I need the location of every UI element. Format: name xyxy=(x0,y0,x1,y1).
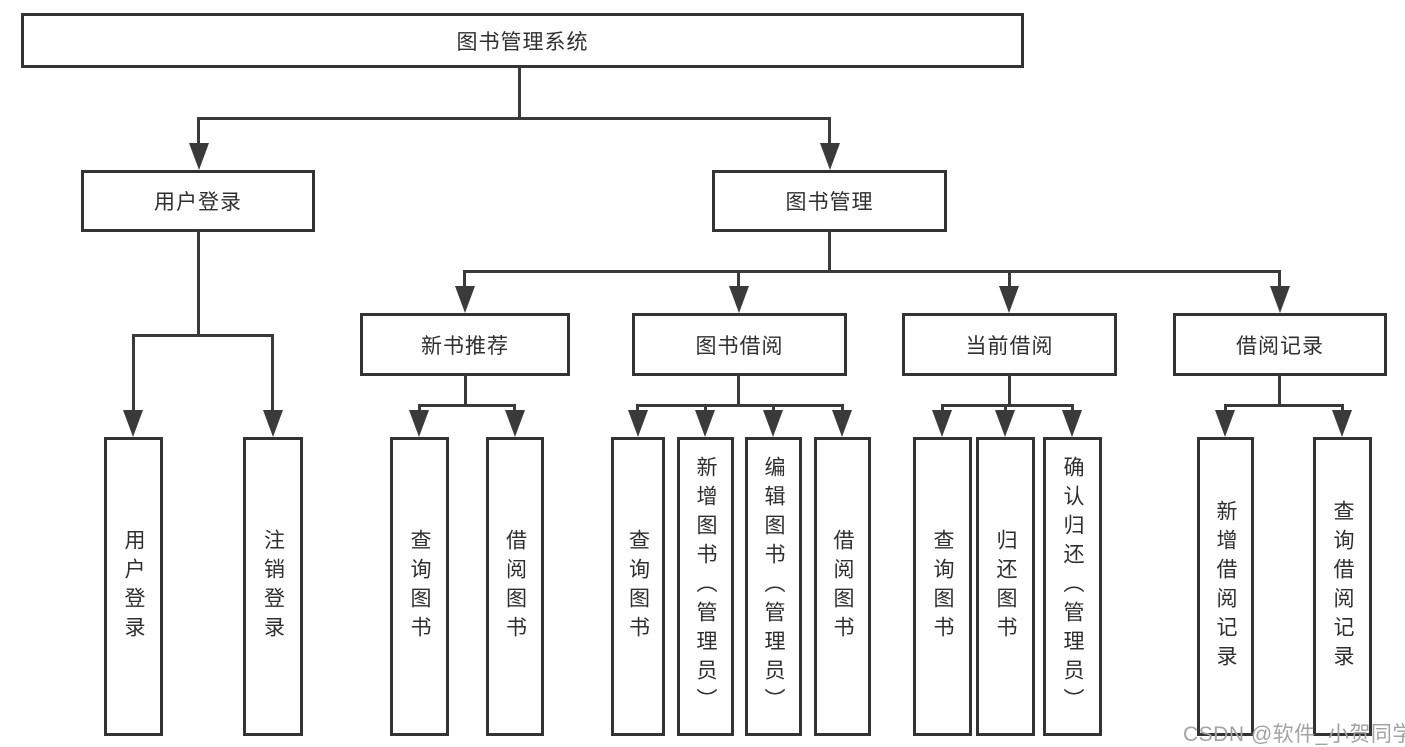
connector xyxy=(828,117,831,145)
arrowhead-down-icon xyxy=(189,143,209,170)
arrowhead-down-icon xyxy=(763,410,783,437)
connector xyxy=(271,334,274,411)
leaf-add-books-admin: 新增图书（管理员） xyxy=(677,437,734,736)
leaf-logout: 注销登录 xyxy=(243,437,303,736)
leaf-add-borrow-record: 新增借阅记录 xyxy=(1197,437,1254,736)
arrowhead-down-icon xyxy=(455,286,475,313)
leaf-query-books-recommend-label: 查询图书 xyxy=(408,528,431,645)
connector xyxy=(737,375,740,406)
connector xyxy=(841,404,844,413)
node-book-management-label: 图书管理 xyxy=(785,191,874,214)
connector xyxy=(464,375,467,406)
leaf-query-books-borrow: 查询图书 xyxy=(611,437,665,736)
connector xyxy=(463,270,466,288)
connector xyxy=(1278,375,1281,406)
leaf-borrow-books-recommend: 借阅图书 xyxy=(486,437,544,736)
node-borrow-records-label: 借阅记录 xyxy=(1236,334,1324,358)
connector xyxy=(941,404,1074,407)
connector xyxy=(418,404,421,413)
connector xyxy=(197,117,200,145)
connector xyxy=(418,404,516,407)
arrowhead-down-icon xyxy=(1332,410,1352,437)
connector xyxy=(132,334,135,411)
leaf-confirm-return-admin: 确认归还（管理员） xyxy=(1043,437,1102,736)
leaf-borrow-books: 借阅图书 xyxy=(814,437,871,736)
leaf-logout-label: 注销登录 xyxy=(261,528,285,645)
leaf-add-borrow-record-label: 新增借阅记录 xyxy=(1214,499,1237,674)
connector xyxy=(197,117,831,120)
arrowhead-down-icon xyxy=(1062,410,1082,437)
connector xyxy=(513,404,516,413)
connector xyxy=(941,404,944,413)
leaf-edit-books-admin-label: 编辑图书（管理员） xyxy=(762,456,785,717)
connector xyxy=(636,404,844,407)
node-book-borrow: 图书借阅 xyxy=(632,313,847,376)
leaf-return-books-label: 归还图书 xyxy=(994,528,1017,645)
arrowhead-down-icon xyxy=(409,410,429,437)
arrowhead-down-icon xyxy=(123,410,143,437)
connector xyxy=(518,67,521,119)
connector xyxy=(1008,270,1011,288)
leaf-query-books-current: 查询图书 xyxy=(913,437,972,736)
node-new-book-recommend: 新书推荐 xyxy=(360,313,570,376)
arrowhead-down-icon xyxy=(1215,410,1235,437)
node-root: 图书管理系统 xyxy=(21,13,1024,68)
arrowhead-down-icon xyxy=(832,410,852,437)
arrowhead-down-icon xyxy=(263,410,283,437)
leaf-query-books-current-label: 查询图书 xyxy=(931,528,954,645)
arrowhead-down-icon xyxy=(628,410,648,437)
arrowhead-down-icon xyxy=(999,286,1019,313)
node-book-management: 图书管理 xyxy=(712,170,947,232)
leaf-query-books-recommend: 查询图书 xyxy=(390,437,449,736)
connector xyxy=(704,404,707,413)
leaf-add-books-admin-label: 新增图书（管理员） xyxy=(694,456,717,717)
leaf-return-books: 归还图书 xyxy=(976,437,1035,736)
arrowhead-down-icon xyxy=(729,286,749,313)
connector xyxy=(1341,404,1344,413)
connector xyxy=(1278,270,1281,288)
leaf-user-login-label: 用户登录 xyxy=(122,528,145,645)
arrowhead-down-icon xyxy=(695,410,715,437)
node-user-login: 用户登录 xyxy=(81,170,315,232)
connector xyxy=(1224,404,1227,413)
arrowhead-down-icon xyxy=(820,143,840,170)
leaf-confirm-return-admin-label: 确认归还（管理员） xyxy=(1061,456,1084,717)
leaf-borrow-books-label: 借阅图书 xyxy=(831,528,854,645)
node-borrow-records: 借阅记录 xyxy=(1173,313,1387,376)
arrowhead-down-icon xyxy=(932,410,952,437)
connector xyxy=(1008,375,1011,406)
connector xyxy=(132,334,274,337)
leaf-user-login: 用户登录 xyxy=(104,437,163,736)
connector xyxy=(1224,404,1344,407)
leaf-query-borrow-record: 查询借阅记录 xyxy=(1313,437,1372,736)
connector xyxy=(197,231,200,336)
node-user-login-label: 用户登录 xyxy=(154,191,242,214)
leaf-query-borrow-record-label: 查询借阅记录 xyxy=(1331,499,1354,674)
arrowhead-down-icon xyxy=(995,410,1015,437)
node-current-borrow-label: 当前借阅 xyxy=(965,334,1054,358)
connector xyxy=(463,270,1281,273)
node-new-book-recommend-label: 新书推荐 xyxy=(421,334,509,358)
connector xyxy=(772,404,775,413)
connector xyxy=(1004,404,1007,413)
connector xyxy=(1071,404,1074,413)
leaf-edit-books-admin: 编辑图书（管理员） xyxy=(745,437,802,736)
arrowhead-down-icon xyxy=(505,410,525,437)
leaf-query-books-borrow-label: 查询图书 xyxy=(626,528,650,645)
connector xyxy=(828,231,831,272)
leaf-borrow-books-recommend-label: 借阅图书 xyxy=(503,528,527,645)
node-book-borrow-label: 图书借阅 xyxy=(695,334,784,358)
connector xyxy=(636,404,639,413)
csdn-watermark: CSDN @软件_小贺同学 xyxy=(1183,723,1405,746)
connector xyxy=(737,270,740,288)
arrowhead-down-icon xyxy=(1270,286,1290,313)
node-root-label: 图书管理系统 xyxy=(456,30,589,54)
node-current-borrow: 当前借阅 xyxy=(902,313,1117,376)
